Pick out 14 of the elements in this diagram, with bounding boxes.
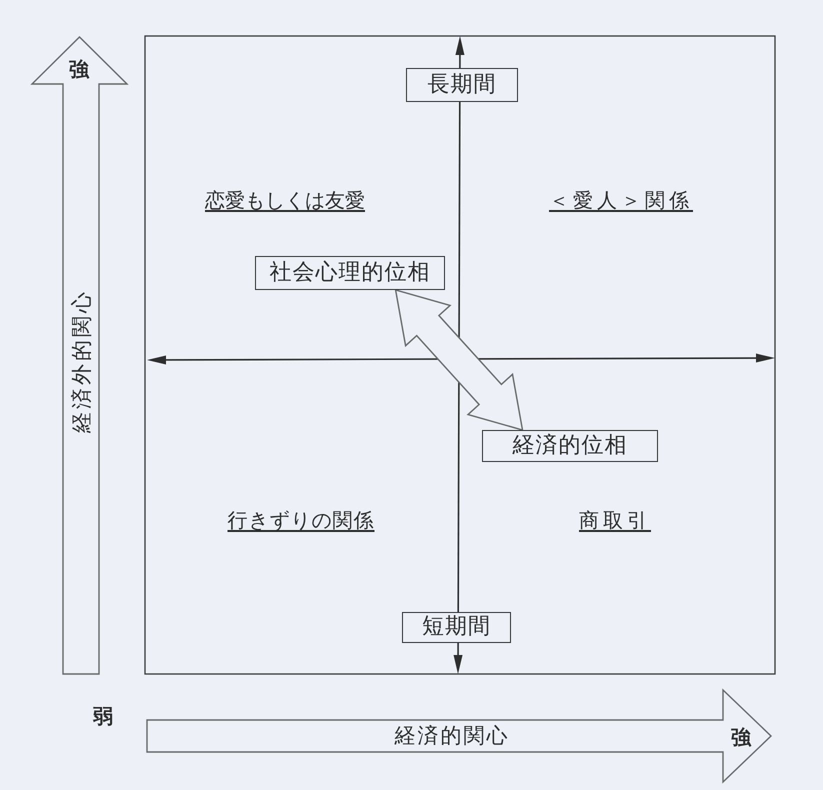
quadrant-label: 行きずりの関係 — [228, 509, 374, 531]
axis-title: 経済外的関心 — [70, 289, 94, 433]
double-arrow — [394, 289, 524, 431]
label-box: 短期間 — [402, 612, 511, 643]
axis-title: 経済的関心 — [394, 724, 510, 748]
quadrant-label: ＜愛人＞関係 — [549, 189, 693, 211]
quadrant-label: 商取引 — [579, 509, 651, 531]
label-box: 経済的位相 — [482, 430, 658, 462]
axis-end-label: 弱 — [93, 705, 113, 727]
quadrant-label: 恋愛もしくは友愛 — [205, 189, 365, 211]
label-box: 長期間 — [406, 68, 518, 102]
axis-end-label: 強 — [731, 726, 751, 748]
axis-end-label: 強 — [69, 58, 89, 80]
label-box: 社会心理的位相 — [255, 256, 445, 290]
